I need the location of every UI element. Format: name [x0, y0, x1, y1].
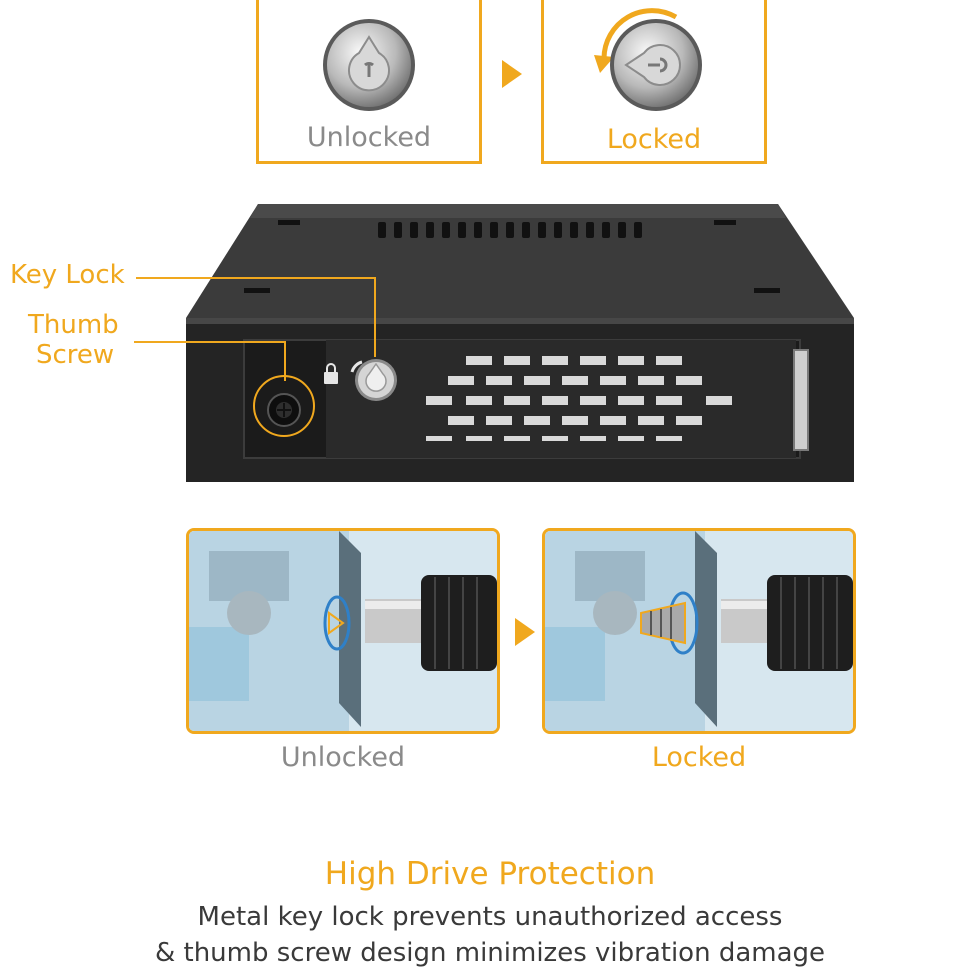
locked-label-top: Locked: [606, 124, 702, 155]
key-lock-callout: Key Lock: [10, 260, 125, 290]
thumb-screw-unlocked-image: [189, 531, 497, 731]
unlocked-label-top: Unlocked: [306, 122, 432, 153]
arrow-right-icon-bottom: [515, 618, 535, 646]
footer-line-1: Metal key lock prevents unauthorized acc…: [197, 902, 783, 932]
thumb-screw-callout-line1: Thumb: [28, 310, 119, 340]
locked-label-bottom: Locked: [651, 742, 747, 773]
thumb-screw-leader-v: [284, 341, 286, 381]
thumb-screw-callout-line2: Screw: [36, 340, 115, 370]
padlock-icon: [324, 363, 338, 384]
key-lock-unlocked-image: [323, 19, 415, 111]
locked-screw-panel: [542, 528, 856, 734]
unlocked-screw-panel: [186, 528, 500, 734]
key-lock-locked-image: [594, 8, 702, 111]
key-lock-leader-h: [136, 277, 374, 279]
key-lock-leader-v: [374, 277, 376, 357]
arrow-right-icon: [502, 60, 522, 88]
vent-slots: [378, 222, 642, 238]
locked-key-panel: Locked: [541, 0, 767, 164]
drive-bay-enclosure-image: [186, 204, 854, 482]
thumb-screw-locked-image: [545, 531, 853, 731]
footer-title: High Drive Protection: [324, 856, 656, 892]
unlocked-key-panel: Unlocked: [256, 0, 482, 164]
thumb-screw-leader-h: [134, 341, 284, 343]
unlocked-label-bottom: Unlocked: [280, 742, 406, 773]
footer-line-2: & thumb screw design minimizes vibration…: [154, 938, 826, 968]
